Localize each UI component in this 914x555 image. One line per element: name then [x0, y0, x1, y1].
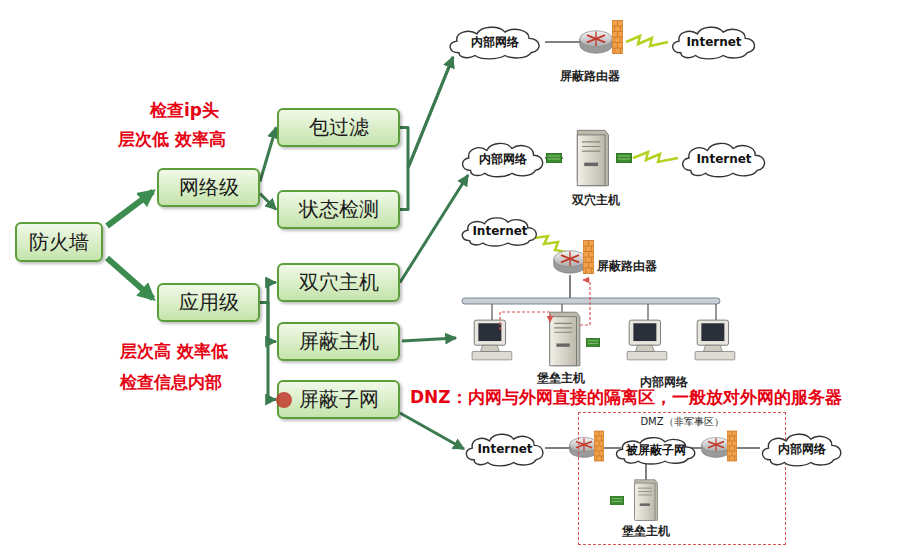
- connector-arrow: [107, 192, 153, 227]
- note-label: 检查ip头: [150, 99, 219, 122]
- note-label: 层次低 效率高: [118, 128, 226, 151]
- device-label: 内部网络: [640, 374, 688, 391]
- node-label: Internet: [462, 224, 537, 238]
- node-label: 内部网络: [461, 34, 529, 51]
- connector-arrow: [260, 128, 276, 182]
- root-box: 防火墙: [15, 222, 103, 262]
- node-label: DMZ（非军事区）: [579, 415, 785, 429]
- node-label: 防火墙: [21, 229, 97, 256]
- connector-arrow: [400, 413, 464, 449]
- node-label: Internet: [686, 152, 761, 166]
- network-cloud: Internet: [678, 140, 770, 178]
- device-label: 堡垒主机: [622, 523, 670, 540]
- network-cloud: 内部网络: [458, 140, 548, 178]
- note-label: 检查信息内部: [120, 371, 222, 394]
- network-cloud: 被屏蔽子网: [612, 435, 700, 465]
- device-label: 屏蔽路由器: [560, 68, 620, 85]
- node-label: 屏蔽主机: [291, 328, 387, 355]
- device-label: 屏蔽路由器: [597, 258, 657, 275]
- device-label: 双穴主机: [572, 192, 620, 209]
- node-label: 包过滤: [301, 114, 377, 141]
- dmz-region: DMZ（非军事区） 被屏蔽子网: [578, 412, 786, 545]
- network-cloud: 内部网络: [445, 24, 545, 60]
- type-box: 屏蔽子网: [277, 380, 400, 419]
- connector-arrow: [260, 303, 276, 400]
- network-cloud: Internet: [458, 215, 541, 247]
- node-label: Internet: [467, 442, 542, 456]
- category-box: 网络级: [157, 168, 260, 207]
- type-box: 双穴主机: [277, 263, 400, 302]
- network-cloud: 内部网络: [758, 431, 846, 467]
- node-label: 屏蔽子网: [291, 386, 387, 413]
- network-cloud: Internet: [462, 431, 548, 467]
- connector-arrow: [107, 258, 153, 299]
- connector-arrow: [260, 283, 276, 303]
- node-label: 内部网络: [469, 151, 537, 168]
- node-label: 应用级: [171, 289, 247, 316]
- node-label: 网络级: [171, 174, 247, 201]
- type-box: 状态检测: [277, 190, 400, 229]
- node-label: 双穴主机: [291, 269, 387, 296]
- connector-arrow: [400, 57, 453, 210]
- device-label: 堡垒主机: [537, 370, 585, 387]
- node-label: 内部网络: [768, 441, 836, 458]
- connector-arrow: [260, 194, 276, 210]
- node-label: 状态检测: [291, 196, 387, 223]
- type-box: 包过滤: [277, 108, 400, 147]
- note-label: DNZ：内网与外网直接的隔离区，一般放对外网的服务器: [410, 386, 842, 409]
- type-box: 屏蔽主机: [277, 322, 400, 361]
- node-label: 被屏蔽子网: [616, 442, 696, 459]
- connector-arrow: [400, 175, 468, 283]
- note-label: 层次高 效率低: [120, 340, 228, 363]
- network-cloud: Internet: [668, 24, 760, 60]
- node-label: Internet: [676, 35, 751, 49]
- category-box: 应用级: [157, 283, 260, 322]
